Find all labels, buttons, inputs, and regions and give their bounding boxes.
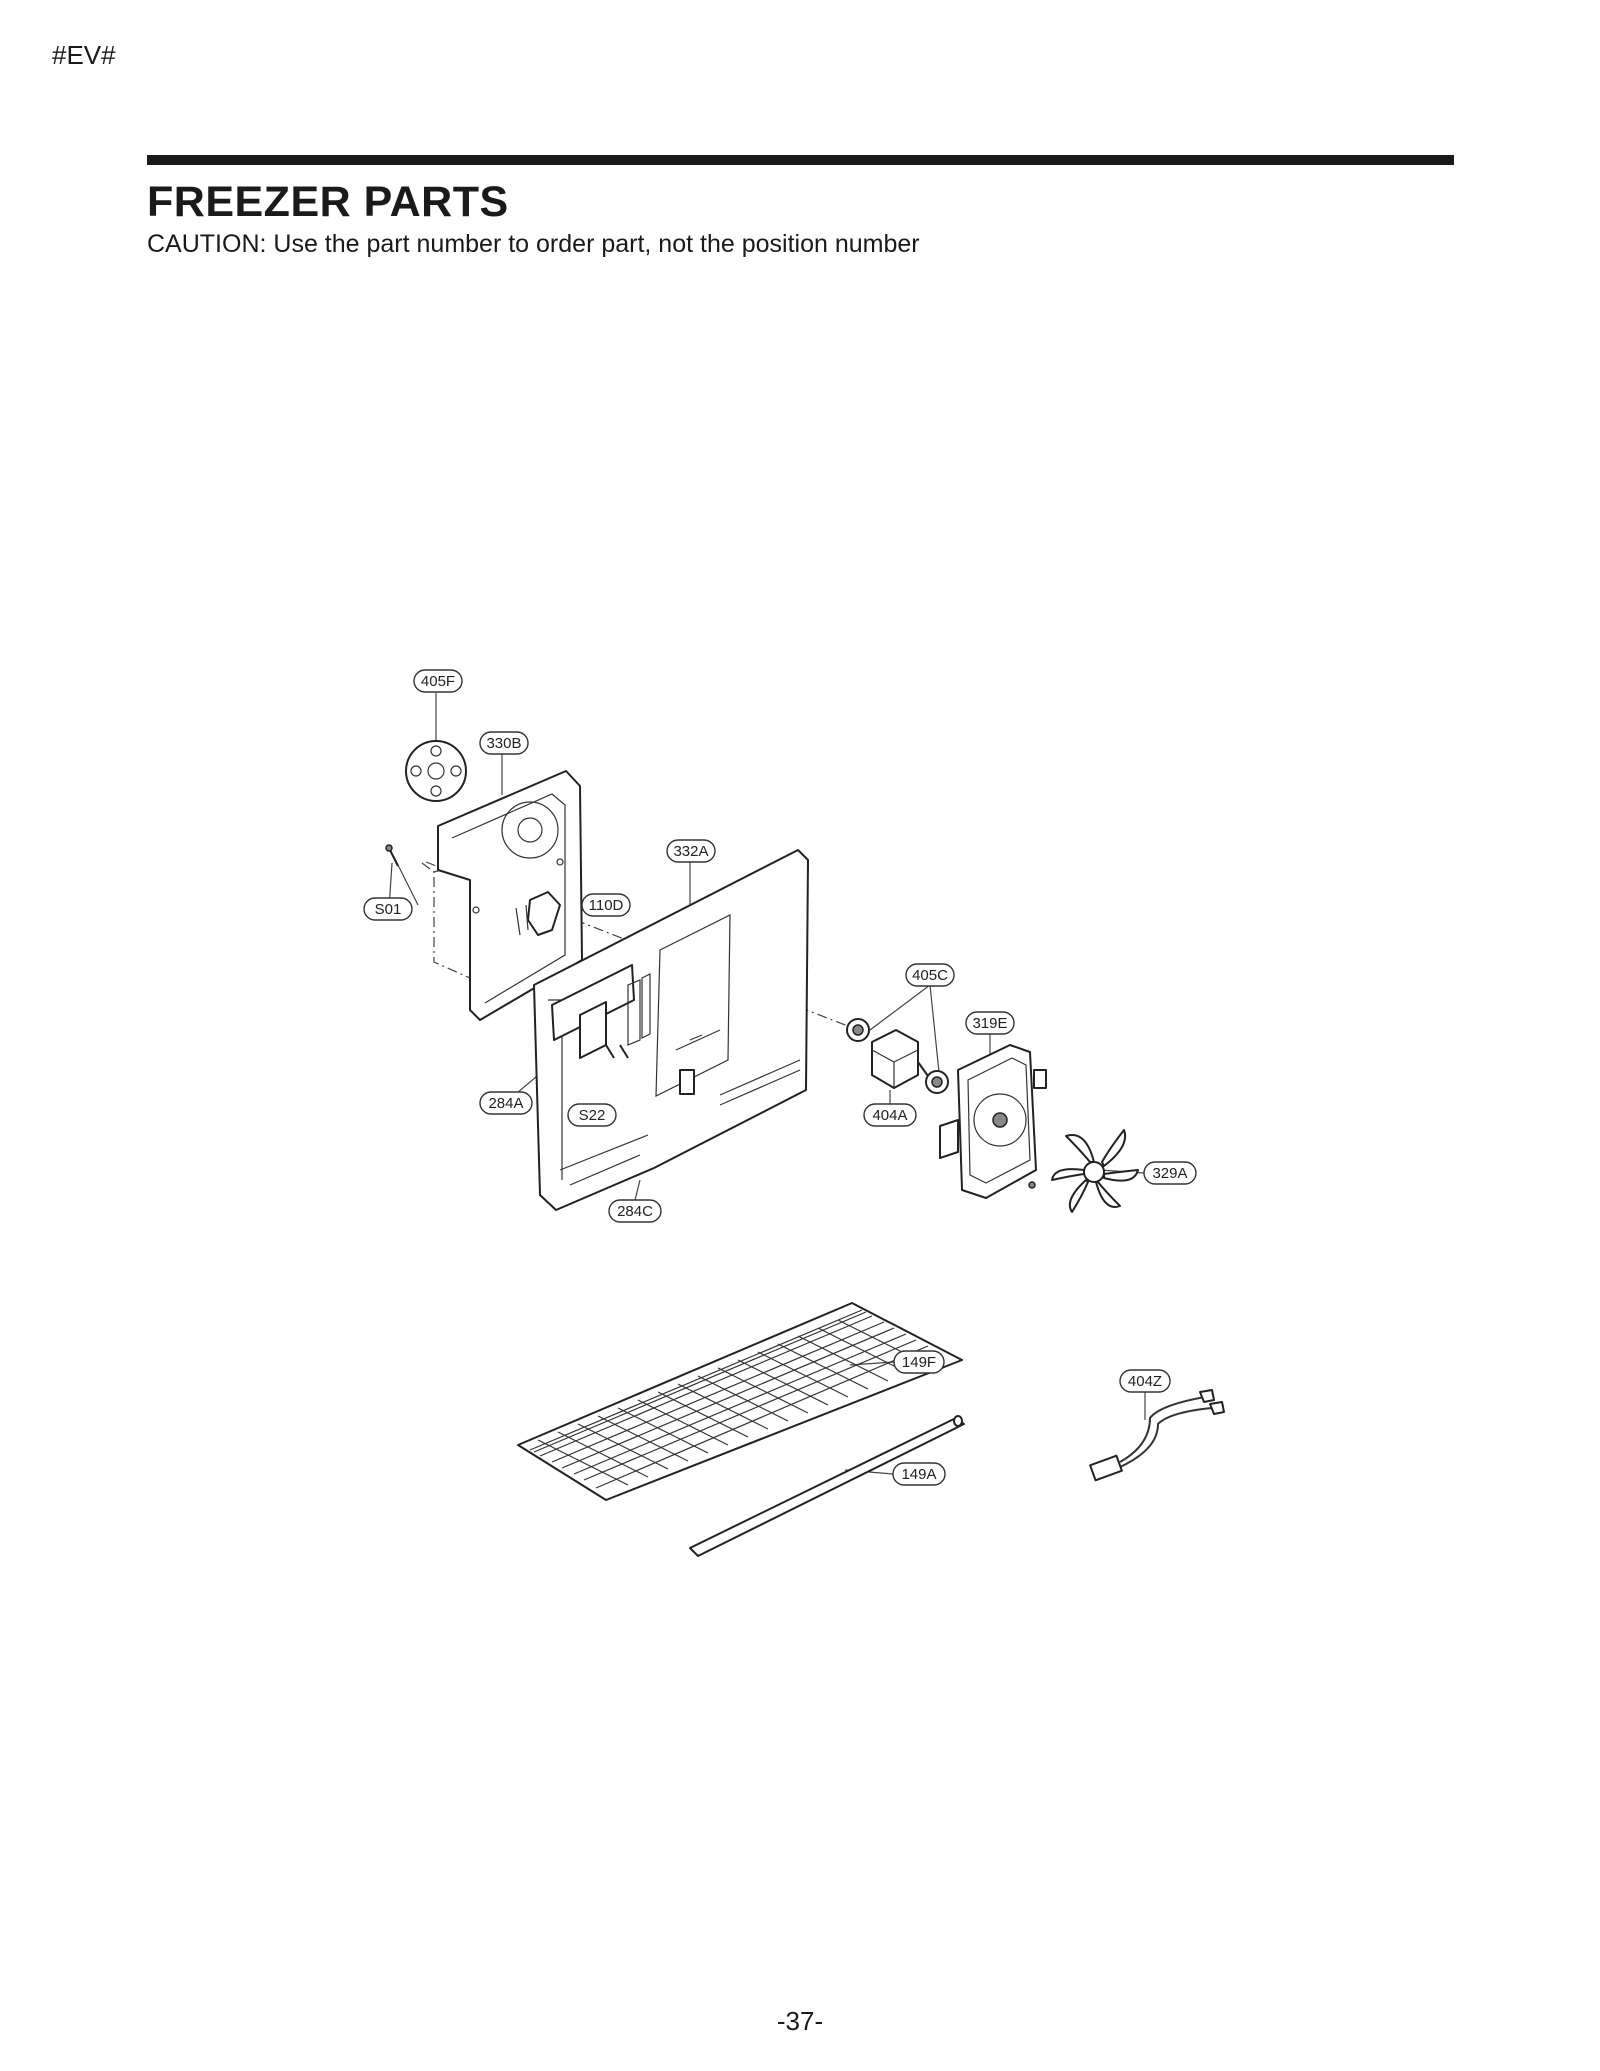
callout-329a: 329A	[1143, 1161, 1197, 1185]
part-329a-fan-blade	[1051, 1129, 1139, 1213]
svg-text:405C: 405C	[912, 967, 948, 984]
callout-110d: 110D	[581, 893, 631, 917]
part-404z-wire-harness	[1089, 1389, 1225, 1482]
document-code: #EV#	[52, 40, 116, 70]
svg-text:332A: 332A	[673, 843, 708, 860]
svg-text:284A: 284A	[488, 1095, 523, 1112]
part-319e-fan-shroud	[939, 1044, 1047, 1199]
svg-text:149A: 149A	[901, 1466, 936, 1483]
svg-text:405F: 405F	[421, 673, 455, 690]
svg-text:404A: 404A	[872, 1107, 907, 1124]
callout-332a: 332A	[666, 839, 716, 863]
callout-404z: 404Z	[1119, 1369, 1171, 1393]
callout-284a: 284A	[479, 1091, 533, 1115]
section-title: FREEZER PARTS	[147, 178, 509, 226]
page-number: -37-	[776, 2006, 824, 2036]
svg-text:404Z: 404Z	[1128, 1373, 1162, 1390]
callout-s01: S01	[363, 897, 413, 921]
svg-text:149F: 149F	[902, 1354, 936, 1371]
svg-text:S22: S22	[579, 1107, 606, 1124]
callout-319e: 319E	[965, 1011, 1015, 1035]
svg-text:110D: 110D	[589, 897, 624, 914]
callout-284c: 284C	[608, 1199, 662, 1223]
caution-note: CAUTION: Use the part number to order pa…	[147, 230, 920, 258]
callout-149f: 149F	[893, 1350, 945, 1374]
callout-405f: 405F	[413, 669, 463, 693]
callout-405c: 405C	[905, 963, 955, 987]
part-149f-wire-shelf	[517, 1302, 963, 1501]
svg-text:284C: 284C	[617, 1203, 653, 1220]
part-s22-screw	[605, 1044, 629, 1059]
part-405c-bushing	[846, 1018, 949, 1094]
callout-330b: 330B	[479, 731, 529, 755]
svg-text:S01: S01	[375, 901, 402, 918]
part-404a-motor	[871, 1029, 929, 1089]
svg-text:319E: 319E	[972, 1015, 1007, 1032]
svg-text:329A: 329A	[1152, 1165, 1187, 1182]
part-149a-shelf-trim	[689, 1415, 965, 1557]
part-330b-bracket	[437, 770, 583, 1021]
svg-text:330B: 330B	[486, 735, 521, 752]
callout-s22: S22	[567, 1103, 617, 1127]
part-s01-screw	[385, 844, 399, 867]
callout-149a: 149A	[892, 1462, 946, 1486]
header-rule	[147, 155, 1454, 165]
part-405f-disc	[405, 740, 467, 802]
callout-404a: 404A	[863, 1103, 917, 1127]
